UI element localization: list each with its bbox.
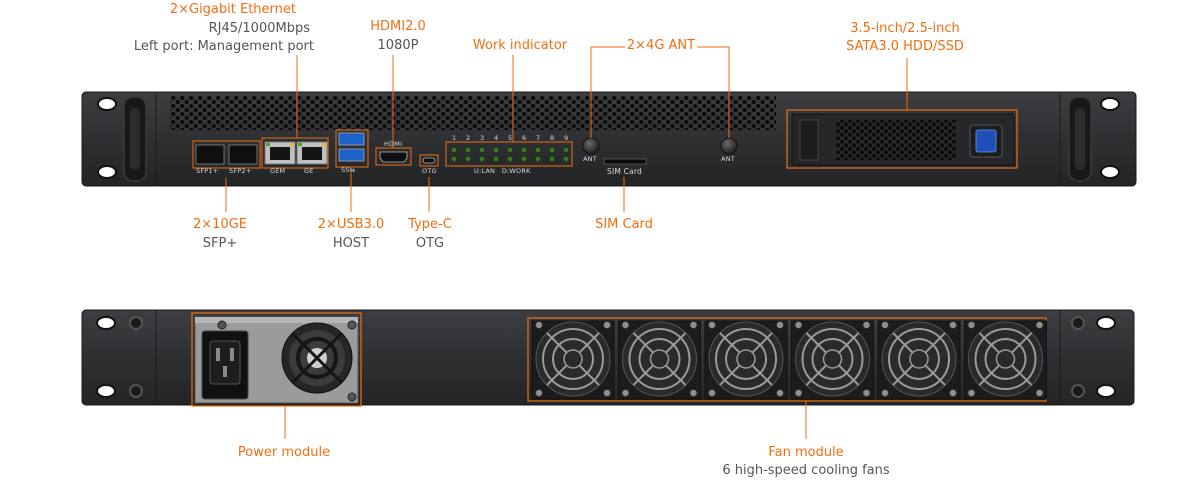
rear-rack-ear-right bbox=[1057, 309, 1135, 406]
callout-fan-line1: 6 high-speed cooling fans bbox=[722, 463, 890, 478]
leader-ant bbox=[590, 46, 625, 138]
callout-ant: 2×4G ANT bbox=[626, 38, 696, 53]
callout-usb-line1: HOST bbox=[332, 236, 370, 251]
indicator-led bbox=[493, 156, 499, 162]
label-ant-right: ANT bbox=[721, 155, 735, 163]
led-number: 1 bbox=[452, 134, 457, 142]
front-vent bbox=[170, 96, 776, 130]
label-hdmi: HDMI bbox=[384, 140, 403, 148]
label-sfp1: SFP1+ bbox=[196, 167, 219, 175]
ant-connector-right bbox=[720, 137, 738, 155]
usb-port-1 bbox=[338, 132, 365, 146]
fan-array bbox=[531, 320, 1047, 400]
led-number: 9 bbox=[564, 134, 569, 142]
leader-ant-right bbox=[697, 46, 730, 138]
indicator-led bbox=[451, 147, 457, 153]
callout-hdmi-title: HDMI2.0 bbox=[370, 19, 426, 34]
led-number: 7 bbox=[536, 134, 541, 142]
callout-usb-title: 2×USB3.0 bbox=[317, 217, 385, 232]
cooling-fan bbox=[791, 320, 874, 400]
led-number: 3 bbox=[480, 134, 485, 142]
sfp2-port bbox=[228, 144, 258, 165]
callout-ethernet-title: 2×Gigabit Ethernet bbox=[169, 2, 296, 17]
indicator-led bbox=[521, 147, 527, 153]
callout-hdmi-line1: 1080P bbox=[377, 38, 419, 53]
callout-storage-line1: 3.5-inch/2.5-inch bbox=[850, 21, 960, 36]
callout-fan-title: Fan module bbox=[768, 445, 844, 460]
rj45-port-ge bbox=[296, 141, 328, 165]
callout-typec-title: Type-C bbox=[408, 217, 452, 232]
indicator-led bbox=[465, 156, 471, 162]
indicator-leds bbox=[451, 147, 569, 162]
callout-power: Power module bbox=[237, 445, 331, 460]
callout-ethernet-line2: Left port: Management port bbox=[133, 39, 314, 54]
ac-inlet bbox=[201, 330, 249, 400]
indicator-led bbox=[563, 156, 569, 162]
cooling-fan bbox=[704, 320, 788, 400]
led-number: 2 bbox=[466, 134, 471, 142]
cooling-fan bbox=[618, 320, 701, 400]
hdmi-port bbox=[379, 151, 408, 163]
label-ant-left: ANT bbox=[583, 155, 597, 163]
usb-port-2 bbox=[338, 148, 365, 162]
label-ge: GE bbox=[304, 167, 314, 175]
rj45-port-gem bbox=[264, 141, 296, 165]
callout-ethernet-line1: RJ45/1000Mbps bbox=[208, 21, 310, 36]
callout-sfp-title: 2×10GE bbox=[193, 217, 247, 232]
label-usb: SS⇆ bbox=[341, 166, 356, 174]
indicator-led bbox=[535, 147, 541, 153]
indicator-led bbox=[493, 147, 499, 153]
indicator-led bbox=[507, 147, 513, 153]
label-sim: SIM Card bbox=[607, 167, 642, 176]
led-number: 6 bbox=[522, 134, 527, 142]
rear-rack-ear-left bbox=[81, 309, 159, 406]
sfp1-port bbox=[195, 144, 225, 165]
psu-fan bbox=[281, 322, 353, 394]
indicator-led bbox=[479, 156, 485, 162]
indicator-led bbox=[451, 156, 457, 162]
sim-slot bbox=[603, 158, 647, 165]
led-number: 5 bbox=[508, 134, 513, 142]
label-led-legend: U:LAN D:WORK bbox=[474, 167, 531, 175]
label-sfp2: SFP2+ bbox=[229, 167, 252, 175]
callout-work-indicator: Work indicator bbox=[472, 38, 568, 53]
indicator-led bbox=[521, 156, 527, 162]
label-otg: OTG bbox=[422, 167, 437, 175]
indicator-led bbox=[479, 147, 485, 153]
cooling-fan bbox=[964, 320, 1047, 400]
cooling-fan bbox=[531, 320, 615, 400]
indicator-led bbox=[465, 147, 471, 153]
led-number: 8 bbox=[550, 134, 555, 142]
callout-storage-line2: SATA3.0 HDD/SSD bbox=[846, 39, 964, 54]
callout-typec-line1: OTG bbox=[415, 236, 445, 251]
rear-panel bbox=[81, 309, 1135, 407]
ant-connector-left bbox=[582, 137, 600, 155]
indicator-led bbox=[549, 147, 555, 153]
indicator-led bbox=[507, 156, 513, 162]
led-number: 4 bbox=[494, 134, 499, 142]
type-c-port bbox=[422, 157, 436, 164]
callout-sfp-line1: SFP+ bbox=[202, 236, 238, 251]
callout-sim: SIM Card bbox=[595, 217, 653, 232]
cooling-fan bbox=[877, 320, 961, 400]
indicator-led bbox=[563, 147, 569, 153]
indicator-led bbox=[535, 156, 541, 162]
leader-lines bbox=[225, 46, 908, 439]
indicator-led bbox=[549, 156, 555, 162]
front-panel bbox=[81, 91, 1137, 187]
label-gem: GEM bbox=[270, 167, 286, 175]
